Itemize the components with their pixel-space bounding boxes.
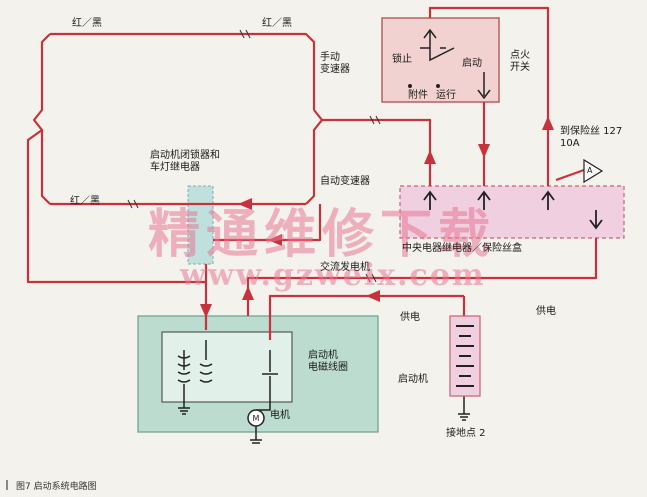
ignition-dot-2 bbox=[436, 84, 440, 88]
wire-battery-to-solenoid bbox=[268, 294, 366, 340]
label-run: 运行 bbox=[436, 90, 456, 101]
starter-motor-icon bbox=[247, 409, 265, 427]
ignition-contact-stem bbox=[429, 30, 455, 62]
label-motor: 电机 bbox=[270, 410, 290, 421]
fuse-box-arrow-1 bbox=[423, 190, 437, 210]
starter-solenoid-inner bbox=[161, 331, 293, 403]
label-red-black-mid: 红／黑 bbox=[70, 196, 100, 207]
label-ignition-switch: 点火 开关 bbox=[510, 50, 530, 73]
label-to-fuse: 到保险丝 127 10A bbox=[560, 126, 623, 149]
fuse-box-arrow-2 bbox=[477, 190, 491, 210]
wire-relay-link bbox=[213, 204, 322, 242]
ignition-start-arrow bbox=[477, 89, 491, 100]
break-mark-mid-1 bbox=[127, 199, 139, 209]
label-ac-generator: 交流发电机 bbox=[320, 262, 370, 273]
watermark-url: www.gzweix.com bbox=[180, 258, 486, 293]
wire-left-down bbox=[26, 129, 208, 330]
caption-text: 图7 启动系统电路图 bbox=[16, 482, 97, 492]
fuse-box-arrow-4 bbox=[589, 210, 603, 230]
label-red-black-right: 红／黑 bbox=[262, 18, 292, 29]
fuse-127-symbol bbox=[583, 158, 604, 184]
caption-bar bbox=[6, 480, 8, 490]
wire-top-red-black bbox=[50, 32, 316, 110]
ignition-switch-box bbox=[381, 17, 500, 103]
label-power-left: 供电 bbox=[400, 312, 420, 323]
label-power-right: 供电 bbox=[536, 306, 556, 317]
solenoid-contact bbox=[262, 350, 278, 394]
arrow-down-fuse-2 bbox=[478, 144, 490, 158]
arrow-up-generator bbox=[242, 286, 254, 300]
arrow-down-left bbox=[200, 304, 212, 318]
motor-symbol: M bbox=[253, 414, 260, 423]
battery-ground bbox=[458, 396, 470, 421]
label-central-box: 中央电器继电器／保险丝盒 bbox=[402, 243, 522, 254]
wire-to-fuse-127 bbox=[555, 168, 585, 182]
motor-lead bbox=[256, 394, 271, 411]
label-auto-trans: 自动变速器 bbox=[320, 176, 370, 187]
solenoid-ground bbox=[178, 407, 190, 415]
label-starter-relay: 启动机闭锁器和 车灯继电器 bbox=[150, 150, 220, 173]
starter-relay-body bbox=[187, 185, 214, 265]
arrow-up-fuse-1 bbox=[424, 150, 436, 164]
fuse-box-arrow-3 bbox=[541, 190, 555, 210]
label-starter: 启动机 bbox=[398, 374, 428, 385]
motor-ground bbox=[250, 426, 262, 444]
figure-caption: 图7 启动系统电路图 bbox=[6, 479, 97, 492]
label-start: 启动 bbox=[462, 58, 482, 69]
label-accessory: 附件 bbox=[408, 90, 428, 101]
arrow-left-bottom bbox=[268, 234, 282, 246]
label-ground: 接地点 2 bbox=[446, 428, 486, 439]
arrow-left-battery bbox=[366, 290, 380, 302]
label-red-black-left: 红／黑 bbox=[72, 18, 102, 29]
wire-left-bracket-top bbox=[32, 33, 51, 205]
arrow-up-ignition bbox=[542, 116, 554, 130]
wire-ignition-loop bbox=[428, 6, 550, 186]
ignition-dot-1 bbox=[408, 84, 412, 88]
break-mark-mid-2 bbox=[369, 115, 381, 125]
label-fuse-symbol: A bbox=[587, 166, 593, 175]
watermark-cn: 精通维修下载 bbox=[148, 204, 497, 265]
solenoid-coil bbox=[177, 350, 191, 408]
wire-manual-trans-bracket bbox=[305, 109, 324, 205]
central-fuse-box bbox=[399, 185, 625, 239]
arrow-left-mid bbox=[238, 198, 252, 210]
label-lock: 锁止 bbox=[392, 54, 412, 65]
ignition-arrow-up bbox=[423, 28, 437, 39]
break-mark-ac bbox=[365, 273, 377, 283]
break-mark-top bbox=[239, 29, 251, 39]
solenoid-pull-coil bbox=[199, 340, 213, 383]
label-manual-trans: 手动 变速器 bbox=[320, 52, 350, 75]
label-starter-solenoid: 启动机 电磁线圈 bbox=[308, 350, 348, 373]
